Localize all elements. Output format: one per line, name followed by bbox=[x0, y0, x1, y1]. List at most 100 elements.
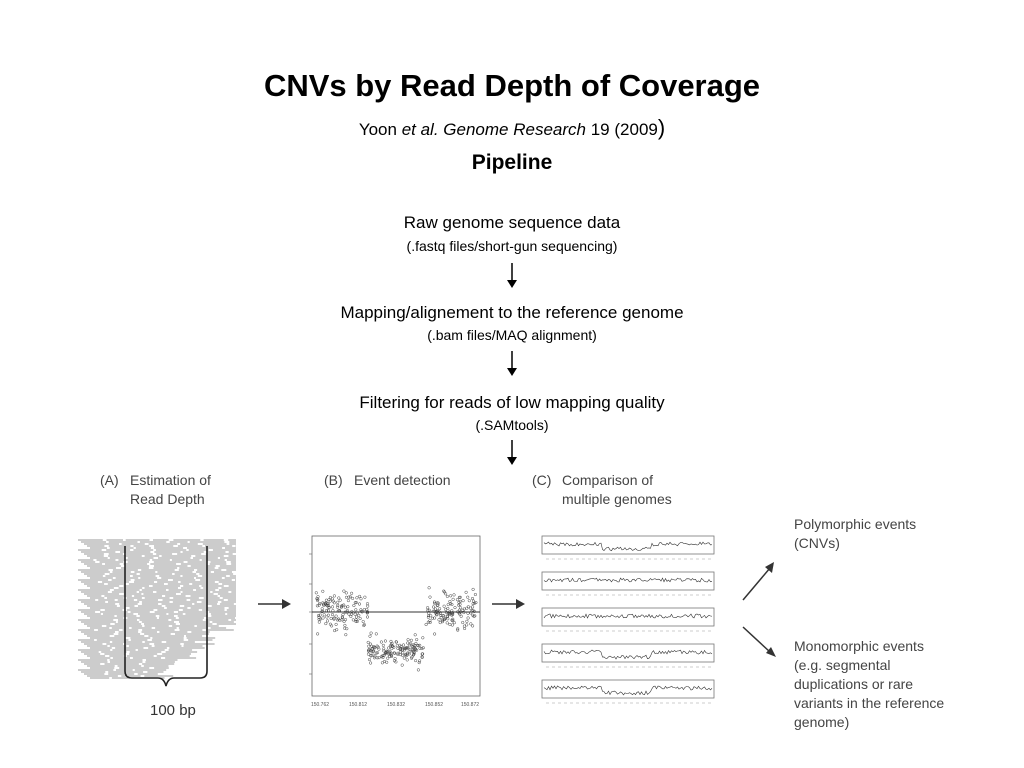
scatter-point bbox=[420, 646, 424, 651]
step-2-title: Mapping/alignement to the reference geno… bbox=[340, 303, 684, 322]
scatter-point bbox=[417, 661, 421, 665]
scatter-point bbox=[410, 648, 414, 652]
scatter-point bbox=[416, 668, 420, 672]
scatter-point bbox=[465, 619, 469, 623]
scatter-point bbox=[445, 621, 449, 625]
scatter-point bbox=[437, 618, 441, 622]
scatter-point bbox=[342, 619, 346, 624]
scatter-point bbox=[342, 603, 346, 607]
scatter-point bbox=[416, 644, 420, 648]
scatter-point bbox=[336, 603, 340, 607]
scatter-point bbox=[406, 645, 410, 649]
scatter-point bbox=[469, 622, 473, 626]
genome-tracks bbox=[541, 535, 715, 704]
scatter-point bbox=[382, 647, 386, 651]
scatter-point bbox=[317, 603, 321, 607]
scatter-point bbox=[335, 605, 340, 609]
scatter-point bbox=[435, 613, 439, 617]
x-tick-label: 150.852 bbox=[425, 702, 443, 708]
scatter-point bbox=[461, 608, 465, 612]
scatter-point bbox=[369, 631, 373, 635]
scatter-point bbox=[332, 616, 336, 620]
scatter-point bbox=[444, 607, 448, 611]
scatter-point bbox=[347, 612, 351, 616]
scatter-point bbox=[348, 595, 352, 599]
scatter-point bbox=[400, 663, 404, 667]
scatter-point bbox=[472, 614, 476, 618]
genome-track-signal bbox=[543, 613, 713, 619]
scatter-point bbox=[385, 660, 389, 664]
panel-a-letter: (A) bbox=[100, 472, 119, 488]
scatter-point bbox=[430, 616, 435, 620]
down-arrow-icon bbox=[507, 351, 517, 376]
scatter-point bbox=[445, 594, 449, 598]
citation-volume: 19 bbox=[590, 120, 610, 139]
scatter-point bbox=[354, 601, 358, 605]
scatter-point bbox=[433, 632, 437, 636]
scatter-point bbox=[411, 643, 415, 647]
scatter-point bbox=[361, 620, 365, 624]
scatter-point bbox=[342, 589, 346, 593]
scatter-point bbox=[370, 647, 374, 651]
scatter-point bbox=[402, 656, 406, 660]
scatter-point bbox=[379, 640, 383, 644]
genome-track-signal bbox=[543, 577, 713, 583]
scatter-point bbox=[377, 647, 381, 651]
scatter-point bbox=[418, 646, 422, 650]
scatter-point bbox=[345, 627, 349, 631]
scatter-point bbox=[355, 615, 359, 619]
genome-track-frame bbox=[541, 679, 715, 699]
scatter-point bbox=[333, 629, 337, 633]
scatter-point bbox=[394, 660, 398, 664]
genome-track-signal bbox=[543, 685, 713, 696]
scatter-point bbox=[439, 616, 443, 620]
scatter-point bbox=[372, 645, 376, 649]
scatter-point bbox=[372, 645, 376, 649]
scatter-point bbox=[328, 595, 332, 600]
scatter-point bbox=[318, 613, 322, 617]
scatter-point bbox=[413, 647, 418, 651]
scatter-point bbox=[321, 602, 325, 606]
right-arrow-icon bbox=[258, 599, 291, 609]
scatter-point bbox=[374, 651, 378, 655]
scatter-point bbox=[315, 604, 319, 608]
scatter-point bbox=[433, 601, 437, 605]
scatter-point bbox=[394, 640, 398, 644]
window-bracket bbox=[124, 546, 208, 687]
scatter-point bbox=[413, 633, 417, 637]
scatter-point bbox=[427, 586, 431, 590]
scatter-point bbox=[363, 595, 367, 599]
scatter-point bbox=[463, 626, 467, 631]
scatter-point bbox=[452, 621, 456, 625]
scatter-point bbox=[382, 653, 386, 657]
scatter-point bbox=[320, 607, 324, 611]
scatter-point bbox=[314, 591, 318, 595]
scatter-point bbox=[414, 641, 418, 646]
scatter-point bbox=[404, 653, 408, 657]
scatter-point bbox=[372, 656, 377, 660]
scatter-point bbox=[352, 603, 356, 608]
scatter-point bbox=[370, 644, 374, 648]
diagonal-up-arrow-icon bbox=[742, 562, 774, 601]
scatter-point bbox=[442, 590, 447, 594]
citation-journal: Genome Research bbox=[443, 120, 586, 139]
scatter-point bbox=[440, 620, 445, 624]
scatter-point bbox=[395, 644, 399, 648]
scatter-point bbox=[359, 609, 363, 613]
scatter-point bbox=[388, 644, 392, 648]
scatter-point bbox=[343, 623, 347, 627]
scatter-point bbox=[401, 643, 406, 647]
down-arrow-icon bbox=[507, 440, 517, 465]
scatter-point bbox=[369, 661, 373, 665]
scatter-point bbox=[316, 598, 320, 603]
monomorphic-line: Monomorphic events bbox=[794, 638, 924, 654]
scatter-point bbox=[473, 592, 477, 597]
scatter-point bbox=[442, 589, 446, 593]
scatter-point bbox=[355, 596, 359, 600]
scatter-point bbox=[347, 595, 351, 599]
scatter-point bbox=[424, 622, 428, 627]
scatter-point bbox=[450, 623, 454, 627]
scatter-point bbox=[445, 614, 449, 618]
panel-b-line1: Event detection bbox=[354, 472, 451, 488]
scatter-point bbox=[409, 638, 413, 642]
